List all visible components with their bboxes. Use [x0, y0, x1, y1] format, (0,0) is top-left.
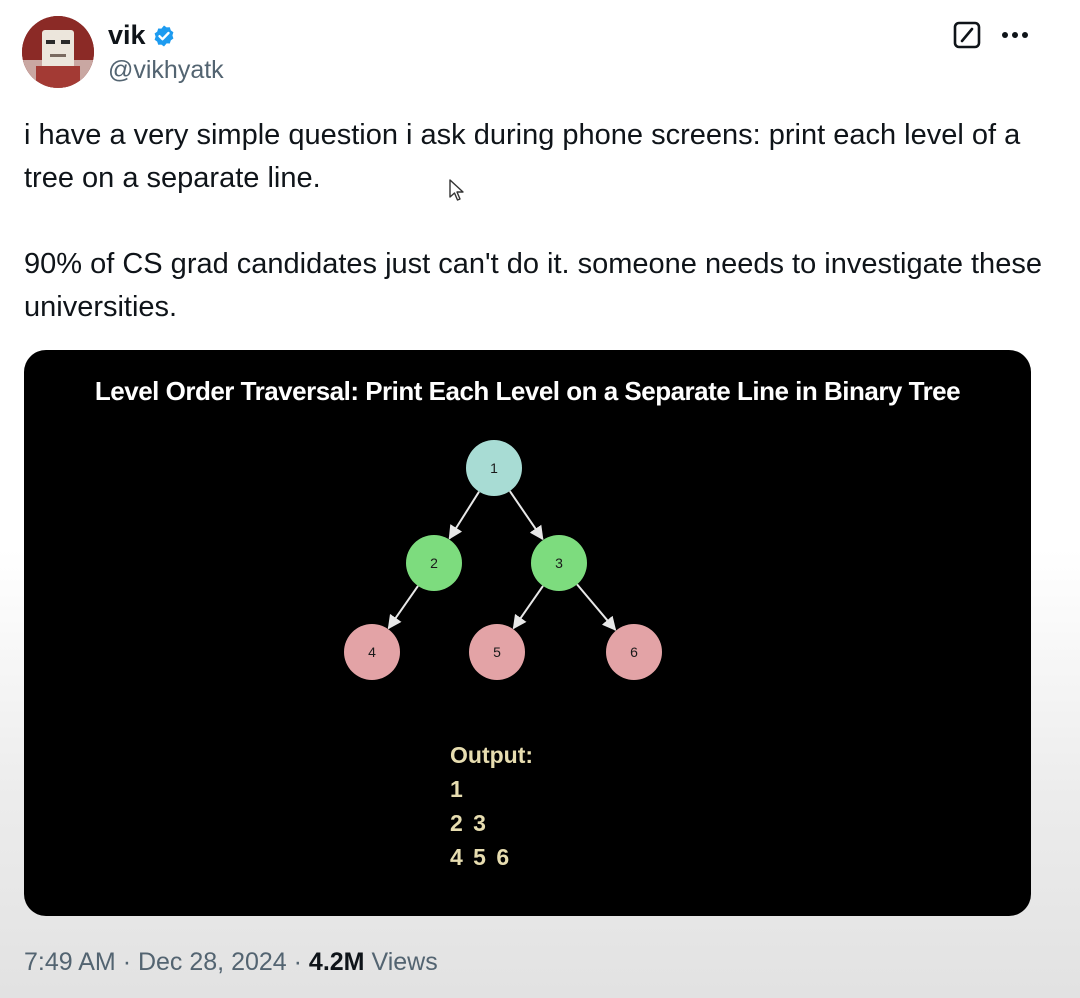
tree-node-label: 2 [430, 555, 438, 571]
more-options-icon[interactable] [998, 20, 1032, 50]
author-handle[interactable]: @vikhyatk [108, 56, 224, 84]
output-line: 1 [450, 776, 465, 802]
tree-node-1: 1 [466, 440, 522, 496]
grok-icon[interactable] [952, 20, 982, 50]
tweet-time[interactable]: 7:49 AM [24, 948, 116, 976]
views-label: Views [371, 948, 438, 976]
verified-badge-icon [152, 24, 176, 48]
tweet-media-image[interactable]: Level Order Traversal: Print Each Level … [24, 350, 1031, 916]
tree-node-circle [466, 440, 522, 496]
tree-node-6: 6 [606, 624, 662, 680]
tree-node-3: 3 [531, 535, 587, 591]
output-line: 4 5 6 [450, 844, 512, 870]
tree-node-circle [606, 624, 662, 680]
tree-edge-1-2 [448, 491, 480, 540]
tweet-meta: 7:49 AM · Dec 28, 2024 · 4.2M Views [24, 948, 438, 977]
tweet-text: i have a very simple question i ask duri… [24, 114, 1044, 329]
tree-node-4: 4 [344, 624, 400, 680]
tweet-paragraph-2: 90% of CS grad candidates just can't do … [24, 248, 1042, 323]
avatar[interactable] [22, 16, 94, 88]
mouse-pointer-icon [448, 178, 466, 202]
tree-node-label: 5 [493, 644, 501, 660]
tree-node-circle [406, 535, 462, 591]
author-name[interactable]: vik [108, 20, 146, 50]
tree-node-label: 3 [555, 555, 563, 571]
tree-node-5: 5 [469, 624, 525, 680]
tree-edge-3-5 [512, 585, 544, 630]
tree-edge-1-3 [508, 490, 544, 541]
tweet-paragraph-1: i have a very simple question i ask duri… [24, 119, 1021, 194]
avatar-image [22, 16, 94, 88]
tree-node-2: 2 [406, 535, 462, 591]
tree-node-circle [531, 535, 587, 591]
media-title: Level Order Traversal: Print Each Level … [94, 376, 961, 406]
tree-edge-3-6 [576, 583, 617, 631]
meta-separator: · [122, 948, 132, 976]
tree-node-circle [469, 624, 525, 680]
output-line: 2 3 [450, 810, 488, 836]
meta-separator: · [293, 948, 302, 976]
tweet-date[interactable]: Dec 28, 2024 [137, 948, 287, 976]
tree-edge-2-4 [387, 585, 419, 630]
tree-node-circle [344, 624, 400, 680]
tree-node-label: 4 [368, 644, 376, 660]
views-count: 4.2M [308, 948, 365, 976]
tree-node-label: 1 [490, 460, 498, 476]
output-block: Output: 1 2 3 4 5 6 [450, 738, 533, 874]
binary-tree-diagram: 1 2 3 4 5 6 [344, 440, 662, 680]
output-label: Output: [450, 742, 534, 768]
tree-node-label: 6 [630, 644, 638, 660]
author-name-row[interactable]: vik [108, 20, 176, 51]
